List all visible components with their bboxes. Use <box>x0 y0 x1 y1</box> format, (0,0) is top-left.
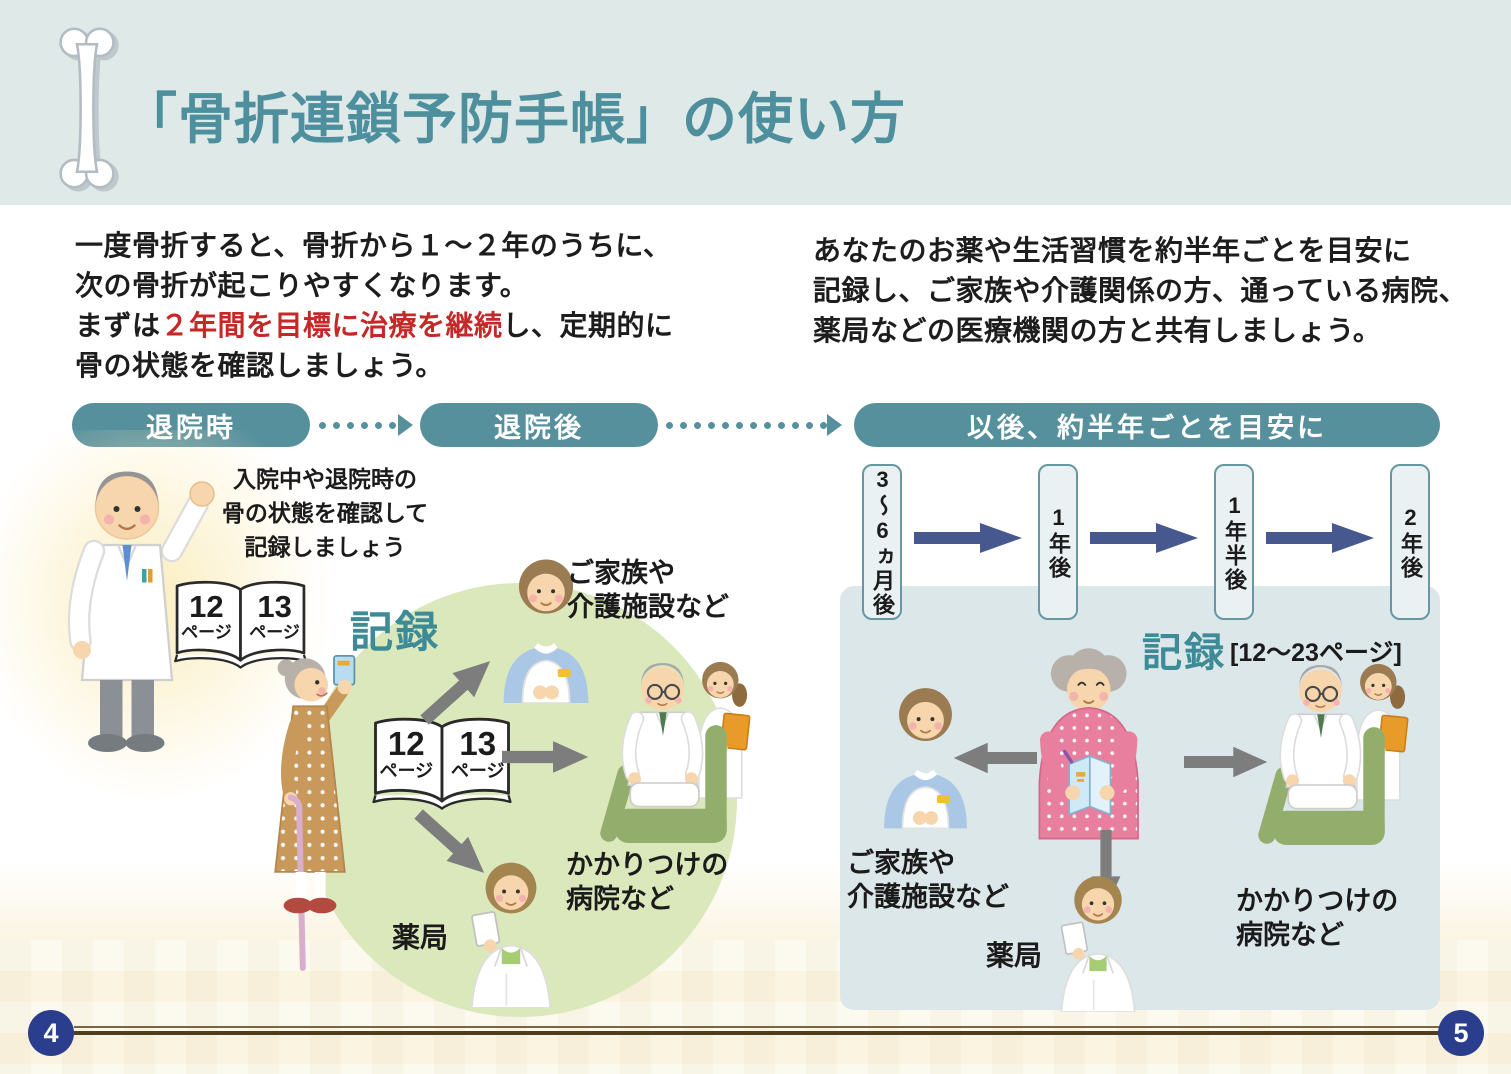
open-book-icon <box>174 580 307 669</box>
intro-right-line1: あなたのお薬や生活習慣を約半年ごとを目安に <box>813 235 1412 266</box>
book-page-number: 13 <box>257 589 292 625</box>
intro-left-emphasis: ２年間を目標に治療を継続 <box>160 310 503 341</box>
pharmacist-illustration <box>1060 876 1136 1012</box>
intro-right: あなたのお薬や生活習慣を約半年ごとを目安に 記録し、ご家族や介護関係の方、通って… <box>813 231 1467 351</box>
family-doctor-and-nurse-illustration <box>600 661 751 843</box>
doctor-note: 入院中や退院時の 骨の状態を確認して 記録しましょう <box>221 466 429 560</box>
arrow-up-right-icon <box>420 661 491 725</box>
timeline-step-1-year: 1年後 <box>1038 464 1078 620</box>
record-label-right: 記録 <box>1142 631 1226 675</box>
intro-left-line2: 次の骨折が起こりやすくなります。 <box>75 270 529 301</box>
arrow-down-right-icon <box>414 809 485 873</box>
book-page-unit: ページ <box>249 623 300 643</box>
pharmacist-illustration <box>470 862 552 1008</box>
arrow-right-icon <box>1266 523 1374 553</box>
doctor-illustration <box>67 471 215 752</box>
family-label-left: ご家族や 介護施設など <box>567 558 729 622</box>
caregiver-illustration <box>503 559 589 703</box>
timeline-step-2-years: 2年後 <box>1390 464 1430 620</box>
book-page-unit: ページ <box>181 623 232 643</box>
book-page-number: 12 <box>387 724 425 762</box>
arrow-right-icon <box>502 741 589 773</box>
dotted-arrow-icon <box>318 414 413 436</box>
flow-stage-every-half-year: 以後、約半年ごとを目安に <box>854 403 1440 447</box>
pharmacy-label-left: 薬局 <box>392 922 449 953</box>
caregiver-illustration <box>884 688 967 829</box>
open-book-icon <box>372 717 512 810</box>
footer-rule-thick <box>74 1031 1440 1035</box>
hospital-label-left: かかりつけの 病院など <box>566 850 729 914</box>
arrow-right-icon <box>914 523 1022 553</box>
footer-rule-thin <box>74 1026 1440 1028</box>
intro-left-line1: 一度骨折すると、骨折から１〜２年のうちに、 <box>75 230 672 261</box>
dotted-arrow-icon <box>665 414 842 436</box>
intro-left-line3: まずは２年間を目標に治療を継続し、定期的に <box>75 310 674 341</box>
intro-right-line2: 記録し、ご家族や介護関係の方、通っている病院、 <box>813 275 1468 306</box>
family-label-right: ご家族や 介護施設など <box>847 848 1009 912</box>
arrow-right-icon <box>1184 746 1268 778</box>
page-number-right: 5 <box>1438 1010 1484 1056</box>
record-pages-note: [12〜23ページ] <box>1230 639 1402 667</box>
flow-stage-after-discharge: 退院後 <box>420 403 658 447</box>
arrow-left-icon <box>953 742 1037 774</box>
book-page-number: 13 <box>459 724 497 762</box>
book-page-unit: ページ <box>450 761 505 782</box>
pharmacy-label-right: 薬局 <box>986 940 1043 971</box>
header-band <box>0 0 1511 205</box>
bone-icon <box>59 27 115 189</box>
record-label-left: 記録 <box>350 609 440 657</box>
elderly-woman-writing-illustration <box>1038 648 1139 840</box>
arrow-right-icon <box>1090 523 1198 553</box>
book-page-number: 12 <box>189 589 224 625</box>
page-title: 「骨折連鎖予防手帳」の使い方 <box>122 88 907 150</box>
timeline-step-1-5-years: 1年半後 <box>1214 464 1254 620</box>
intro-right-line3: 薬局などの医療機関の方と共有しましょう。 <box>813 315 1382 346</box>
page-number-left: 4 <box>28 1010 74 1056</box>
elderly-woman-illustration <box>274 655 356 971</box>
intro-left: 一度骨折すると、骨折から１〜２年のうちに、 次の骨折が起こりやすくなります。 ま… <box>75 226 674 386</box>
hospital-label-right: かかりつけの 病院など <box>1236 886 1399 950</box>
book-page-unit: ページ <box>379 761 434 782</box>
timeline-step-3-6-months: 3〜6ヵ月後 <box>862 464 902 620</box>
family-doctor-and-nurse-illustration <box>1258 663 1409 845</box>
intro-left-line4: 骨の状態を確認しましょう。 <box>75 350 444 381</box>
